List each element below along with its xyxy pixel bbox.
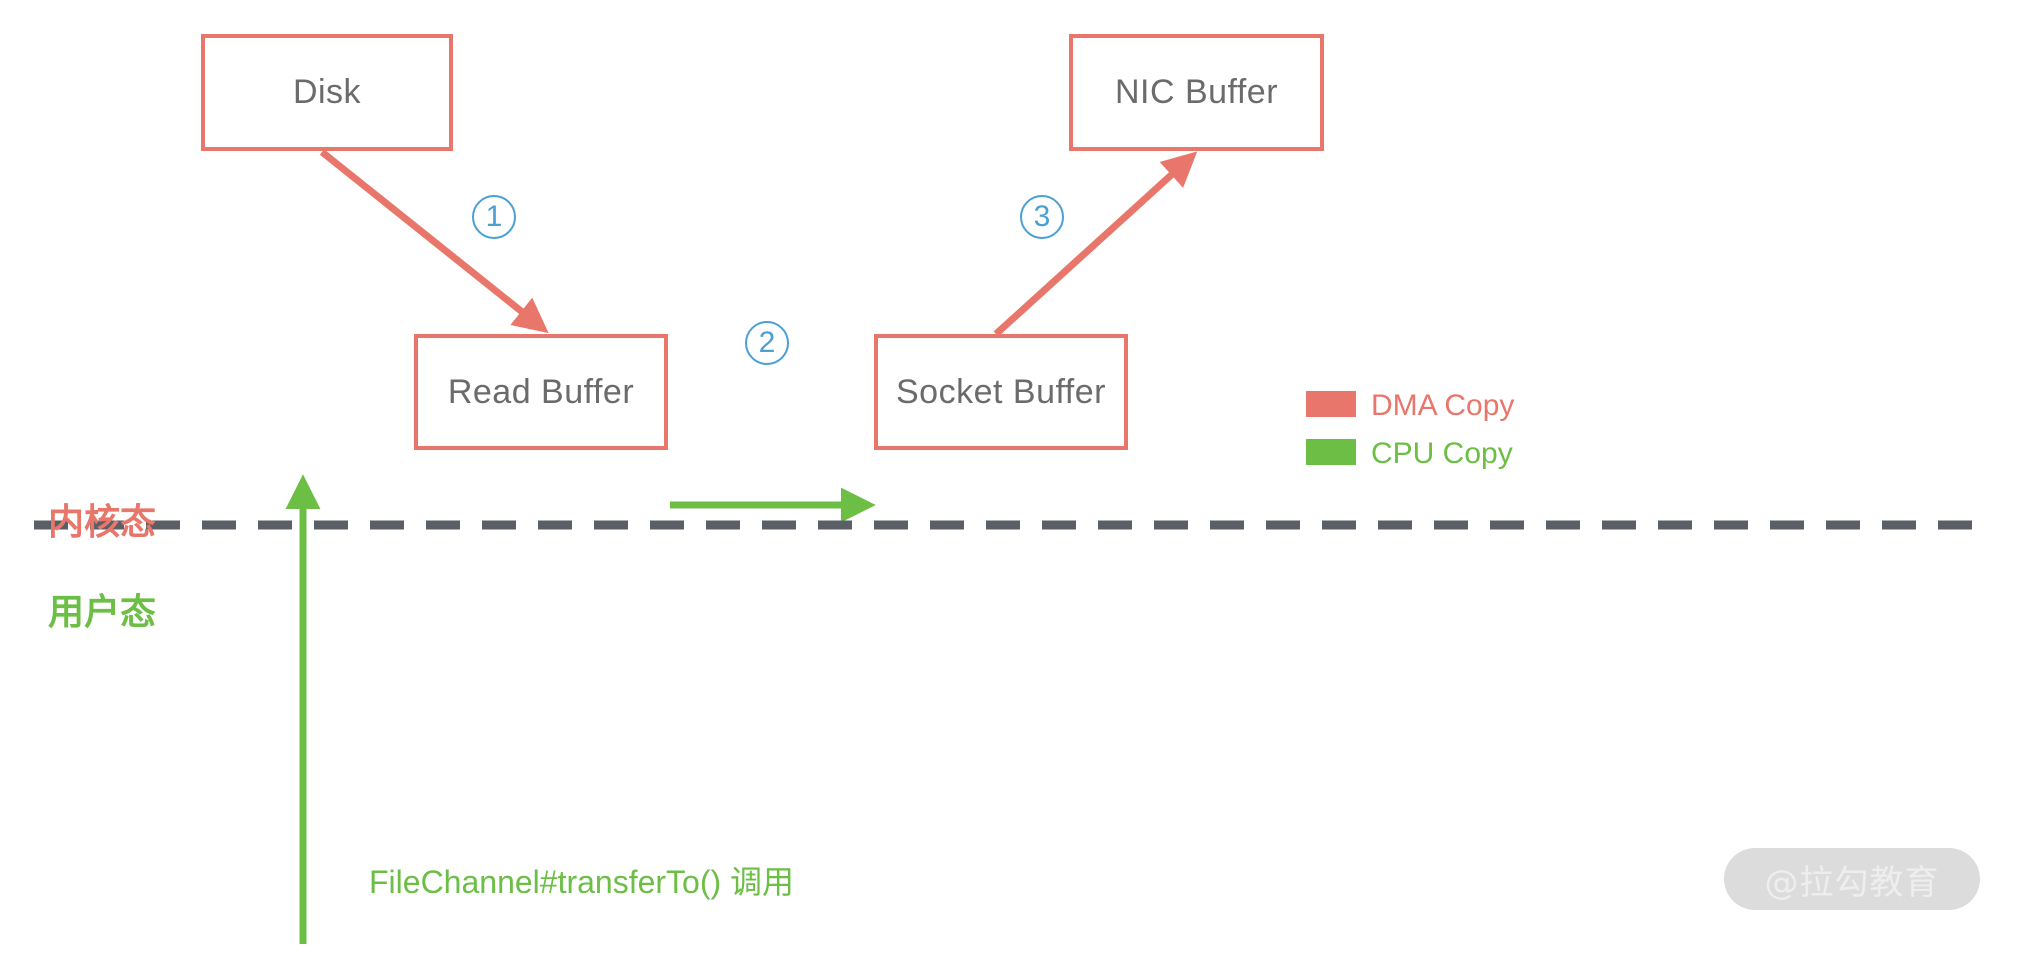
box-read-buffer-label: Read Buffer <box>447 372 635 411</box>
legend-label-cpu-copy: CPU Copy <box>1371 437 1513 470</box>
arrow-step-1 <box>319 149 549 334</box>
box-socket-buffer-label: Socket Buffer <box>896 372 1106 411</box>
legend-swatch-dma-copy <box>1306 391 1356 417</box>
user-mode-label: 用户态 <box>48 592 157 633</box>
legend-swatch-cpu-copy <box>1306 439 1356 465</box>
legend-label-dma-copy: DMA Copy <box>1371 389 1515 422</box>
box-read-buffer[interactable]: Read Buffer <box>414 334 668 450</box>
kernel-mode-label: 内核态 <box>48 502 157 543</box>
watermark: @拉勾教育 <box>1724 848 1980 910</box>
box-disk-label: Disk <box>292 73 362 111</box>
box-nic-buffer[interactable]: NIC Buffer <box>1069 34 1324 151</box>
arrow-step-3 <box>993 151 1198 337</box>
box-nic-buffer-label: NIC Buffer <box>1114 73 1279 111</box>
transfer-to-call-label: FileChannel#transferTo() 调用 <box>369 864 795 900</box>
step-badge-2: 2 <box>745 321 789 365</box>
box-disk[interactable]: Disk <box>201 34 453 151</box>
step-badge-1: 1 <box>472 195 516 239</box>
box-socket-buffer[interactable]: Socket Buffer <box>874 334 1128 450</box>
step-badge-3: 3 <box>1020 195 1064 239</box>
